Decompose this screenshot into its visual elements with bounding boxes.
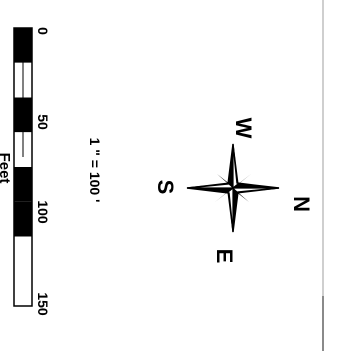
north-arrow-icon <box>186 143 280 233</box>
scale-units-label: Feet <box>0 153 13 184</box>
scale-tick-100: 100 <box>35 200 51 224</box>
scale-ratio-label: 1 " = 100 ' <box>87 138 103 203</box>
map-frame-edge-dark <box>322 296 324 351</box>
scale-tick-0: 0 <box>35 27 51 35</box>
scale-tick-50: 50 <box>35 114 51 130</box>
compass-letter-n: N <box>289 196 314 212</box>
scale-bar-segment <box>14 167 32 202</box>
compass-letter-s: S <box>153 180 178 195</box>
compass-letter-e: E <box>212 249 237 264</box>
compass-ray-sw <box>215 188 233 202</box>
scale-bar-segment <box>14 201 32 237</box>
compass-ray-se <box>233 188 249 202</box>
compass-ray-nw <box>217 174 233 188</box>
scale-bar-outline <box>13 27 33 307</box>
scale-tick-150: 150 <box>35 292 51 316</box>
scale-bar-ticks: 0 50 100 150 <box>35 27 51 316</box>
scale-bar-segments <box>14 28 32 306</box>
scale-bar <box>13 27 33 307</box>
scale-bar-segment <box>14 271 32 306</box>
compass-ray-ne <box>233 174 251 188</box>
compass-outline <box>186 143 280 233</box>
scale-bar-segment <box>14 236 32 272</box>
compass-letter-w: W <box>231 118 256 139</box>
map-frame-edge <box>322 0 324 351</box>
